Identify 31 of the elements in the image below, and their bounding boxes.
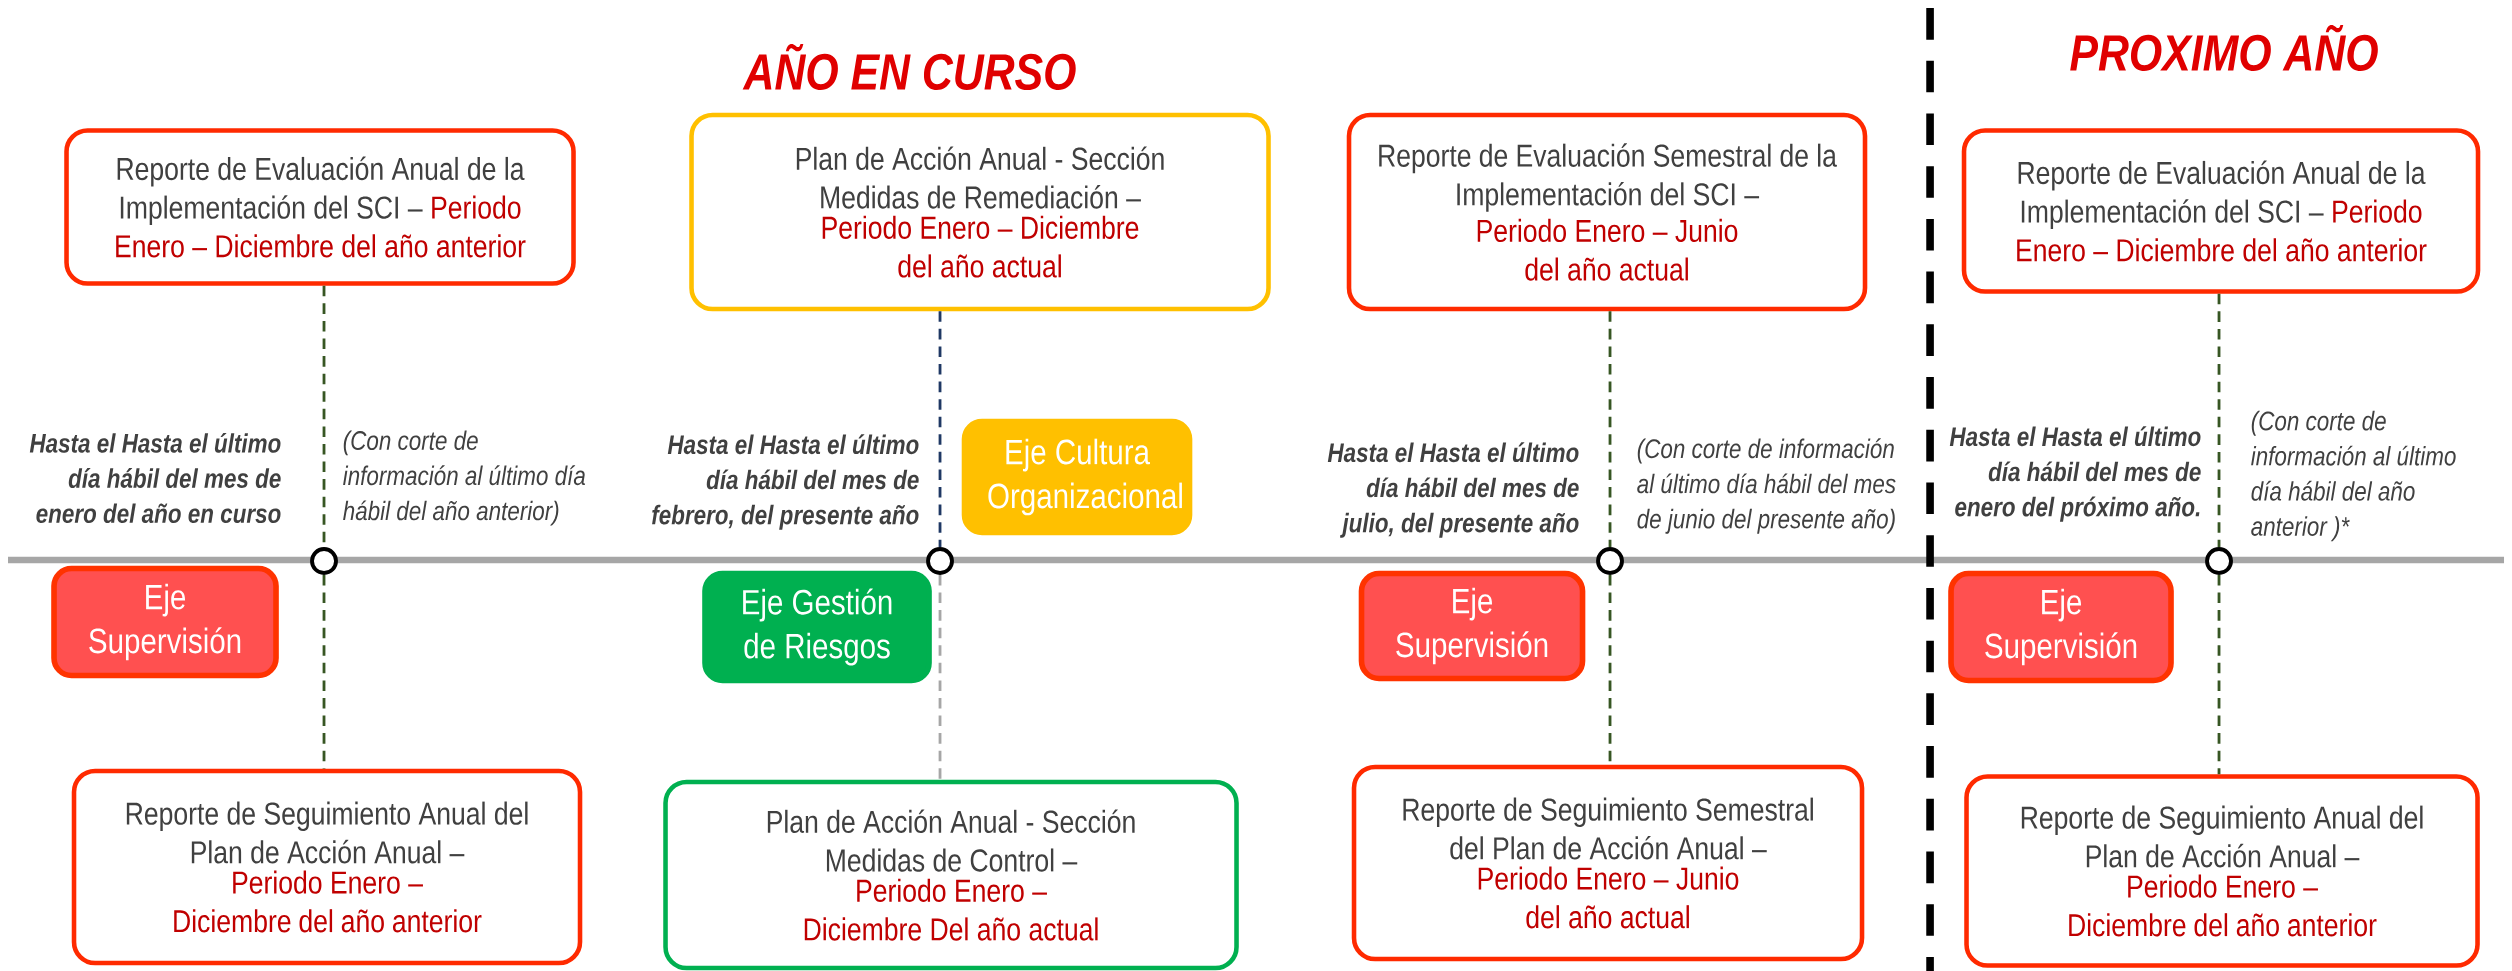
deadline-note: Hasta el Hasta el último día hábil del mes de enero del próximo año. xyxy=(1949,426,2201,522)
axis-box: Eje Supervisión xyxy=(1358,570,1586,682)
milestone-circle xyxy=(2205,547,2233,575)
report-box: Reporte de Seguimiento Anual del Plan de Acción Anual – Periodo Enero – Diciembre del año anterior xyxy=(71,768,583,966)
deadline-note: Hasta el Hasta el último día hábil del mes de febrero, del presente año xyxy=(652,434,919,530)
cutoff-note: (Con corte de información al último día hábil del año anterior )* xyxy=(2251,410,2456,542)
cutoff-note: (Con corte de información al último día hábil del año anterior) xyxy=(343,430,586,526)
report-box: Reporte de Evaluación Anual de la Implementación del SCI – Periodo Enero – Diciembre del año anterior xyxy=(64,128,576,286)
axis-box: Eje Supervisión xyxy=(51,565,279,679)
cutoff-note: (Con corte de información al último día hábil del mes de junio del presente año) xyxy=(1637,438,1896,534)
axis-box: Eje Supervisión xyxy=(1948,570,2174,684)
connector-line xyxy=(1608,311,1612,548)
report-box: Plan de Acción Anual - Sección Medidas de Remediación – Periodo Enero – Diciembre del año actual xyxy=(689,112,1271,312)
connector-line xyxy=(2217,574,2221,775)
connector-line xyxy=(322,574,326,769)
section-title: PROXIMO AÑO xyxy=(2070,25,2378,71)
milestone-circle xyxy=(1596,547,1624,575)
axis-box: Eje Cultura Organizacional xyxy=(961,418,1193,536)
report-box: Reporte de Evaluación Semestral de la Implementación del SCI – Periodo Enero – Junio del año actual xyxy=(1346,112,1868,312)
report-box: Reporte de Seguimiento Semestral del Plan de Acción Anual – Periodo Enero – Junio del año actual xyxy=(1351,764,1865,962)
deadline-note: Hasta el Hasta el último día hábil del mes de enero del año en curso xyxy=(29,432,281,524)
report-box: Plan de Acción Anual - Sección Medidas de Control – Periodo Enero – Diciembre Del año actual xyxy=(663,779,1239,971)
milestone-circle xyxy=(310,547,338,575)
deadline-note: Hasta el Hasta el último día hábil del mes de julio, del presente año xyxy=(1327,442,1579,538)
connector-line xyxy=(938,311,942,548)
axis-box: Eje Gestión de Riesgos xyxy=(702,570,932,684)
connector-line xyxy=(2217,293,2221,548)
report-box: Reporte de Seguimiento Anual del Plan de Acción Anual – Periodo Enero – Diciembre del año anterior xyxy=(1964,774,2480,968)
connector-line xyxy=(938,574,942,780)
milestone-circle xyxy=(926,547,954,575)
report-box: Reporte de Evaluación Anual de la Implementación del SCI – Periodo Enero – Diciembre del año anterior xyxy=(1961,128,2481,294)
